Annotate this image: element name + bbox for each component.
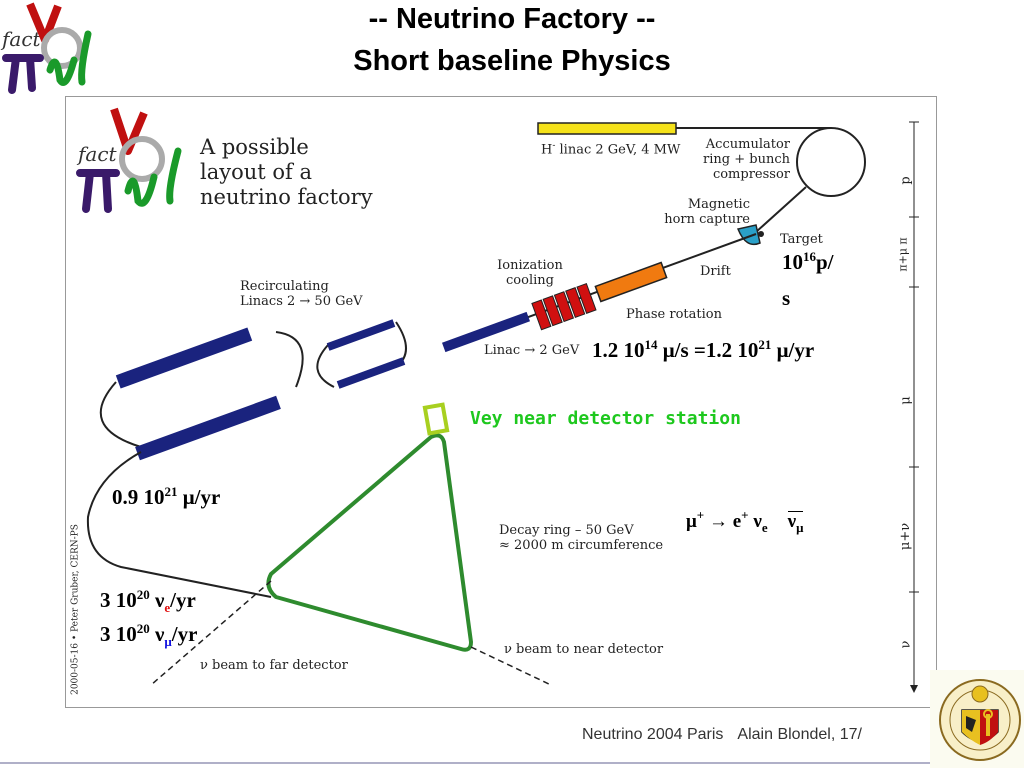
accumulator-ring bbox=[796, 127, 866, 197]
nu-e-rate: 3 1020 νe/yr bbox=[100, 587, 196, 616]
slide-title-line1: -- Neutrino Factory -- bbox=[368, 3, 656, 35]
linac-2gev bbox=[442, 311, 530, 353]
axis-label-pi: π+μ π bbox=[896, 237, 910, 272]
h-linac bbox=[537, 122, 677, 135]
beam-far-label: ν beam to far detector bbox=[200, 658, 348, 673]
axis-label-nu: ν bbox=[898, 640, 914, 649]
h-linac-label: H- linac 2 GeV, 4 MW bbox=[541, 141, 681, 158]
decay-ring bbox=[266, 433, 474, 652]
diagram-heading-line2: layout of a bbox=[200, 160, 312, 184]
neutrino-factory-layout-diagram: fact bbox=[65, 96, 937, 708]
nu-mu-rate: 3 1020 νμ/yr bbox=[100, 621, 198, 650]
linac-2gev-label: Linac → 2 GeV bbox=[484, 343, 580, 358]
footer-rule bbox=[0, 762, 1024, 764]
recirculating-label: Recirculating Linacs 2 → 50 GeV bbox=[240, 279, 363, 309]
footer-conference: Neutrino 2004 Paris bbox=[582, 726, 724, 743]
layout-drawing: fact bbox=[76, 107, 919, 693]
ring-muon-rate: 0.9 1021 μ/yr bbox=[112, 484, 221, 509]
footer: Neutrino 2004 Paris Alain Blondel, 17/ bbox=[582, 726, 862, 744]
proton-rate-unit: s bbox=[782, 286, 791, 310]
diagram-heading-line3: neutrino factory bbox=[200, 185, 373, 209]
phase-rotation-module bbox=[594, 261, 668, 303]
near-detector-station-label: Vey near detector station bbox=[470, 408, 741, 429]
proton-rate: 1016p/ bbox=[782, 249, 834, 274]
near-detector-station bbox=[422, 402, 450, 436]
svg-text:fact: fact bbox=[76, 142, 118, 166]
target-label: Target bbox=[780, 232, 823, 247]
university-seal-icon bbox=[930, 670, 1024, 768]
beam-near-label: ν beam to near detector bbox=[504, 642, 664, 657]
axis-label-p: p bbox=[898, 176, 914, 185]
axis-label-mu: μ bbox=[898, 396, 914, 405]
decay-ring-label: Decay ring – 50 GeV ≈ 2000 m circumferen… bbox=[499, 523, 664, 553]
phase-rotation-label: Phase rotation bbox=[626, 307, 722, 322]
nufact-logo-icon: fact bbox=[0, 2, 92, 94]
ionization-label: Ionization cooling bbox=[497, 258, 563, 288]
drift-label: Drift bbox=[700, 264, 731, 279]
slide-title-line2: Short baseline Physics bbox=[353, 45, 671, 77]
axis-label-mu-nu: μ+ν bbox=[898, 522, 914, 551]
magnetic-horn-icon bbox=[736, 224, 761, 246]
diagram-logo-icon: fact bbox=[76, 107, 182, 213]
footer-author: Alain Blondel, 17/ bbox=[737, 726, 862, 743]
muon-rate: 1.2 1014 μ/s =1.2 1021 μ/yr bbox=[592, 337, 815, 362]
magnetic-horn-label: Magnetic horn capture bbox=[664, 197, 750, 227]
credit-label: 2000-05-16 • Peter Gruber, CERN-PS bbox=[70, 524, 81, 695]
accumulator-label: Accumulator ring + bunch compressor bbox=[703, 137, 790, 182]
diagram-heading-line1: A possible bbox=[200, 135, 309, 159]
svg-text:fact: fact bbox=[0, 27, 42, 51]
ionization-cooling-module bbox=[531, 282, 597, 331]
